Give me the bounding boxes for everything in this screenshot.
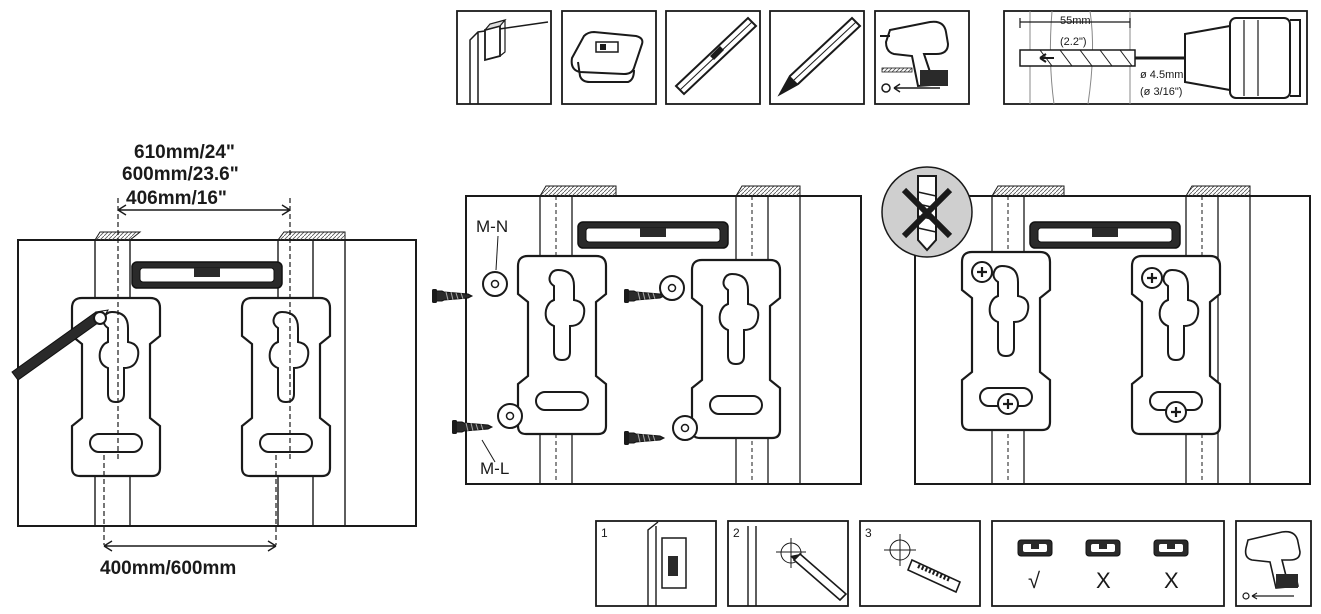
drill-depth-in: (2.2") — [1060, 36, 1087, 48]
screw-head-lower-right — [1164, 400, 1188, 424]
bottom-steps: 1 2 3 √ X X — [595, 520, 1312, 607]
tool-stud-icon — [456, 10, 552, 105]
step-1-panel: 1 — [595, 520, 717, 607]
drill-diameter-mm: ø 4.5mm — [1140, 69, 1183, 81]
right-panel-installed — [881, 166, 1311, 485]
spirit-level-icon — [665, 10, 761, 105]
screw-label-m-l: M-L — [480, 459, 509, 478]
washer-m-l-right — [672, 415, 698, 441]
step-2-panel: 2 — [727, 520, 849, 607]
marking-pencil — [11, 309, 109, 381]
washer-m-l-left — [497, 403, 523, 429]
step-3-panel: 3 — [859, 520, 981, 607]
drill-depth-mm: 55mm — [1060, 15, 1091, 27]
level-check-icon-2 — [1085, 539, 1121, 557]
drill-icon — [874, 10, 970, 105]
screw-head-upper-left — [970, 260, 994, 284]
dimension-top-line3: 406mm/16" — [126, 188, 227, 209]
left-panel-measurement: 610mm/24" 600mm/23.6" 406mm/16" 400mm/60… — [11, 142, 417, 579]
tool-icons-row: 55mm (2.2") ø 4.5mm (ø 3/16") — [456, 10, 1308, 105]
level-check-mark-2: X — [1096, 568, 1111, 593]
stud-finder-icon — [561, 10, 657, 105]
screw-label-m-n: M-N — [476, 217, 508, 236]
bracket-middle-right — [690, 258, 782, 440]
drill-step-panel — [1235, 520, 1312, 607]
screw-head-lower-left — [996, 392, 1020, 416]
dimension-bottom: 400mm/600mm — [100, 558, 236, 579]
drill-diameter-in: (ø 3/16") — [1140, 86, 1182, 98]
middle-panel-screws: M-N M-L — [431, 185, 862, 485]
level-tool — [131, 261, 283, 289]
level-check-icon-3 — [1153, 539, 1189, 557]
level-check-mark-3: X — [1164, 568, 1179, 593]
no-anchor-icon — [881, 166, 973, 258]
step-1-number: 1 — [601, 526, 608, 540]
dimension-top-line2: 600mm/23.6" — [122, 164, 239, 185]
step-3-number: 3 — [865, 526, 872, 540]
screw-head-upper-right — [1140, 266, 1164, 290]
drill-spec-panel: 55mm (2.2") ø 4.5mm (ø 3/16") — [1003, 10, 1308, 105]
level-check-icon-1 — [1017, 539, 1053, 557]
washer-m-n-left — [482, 271, 508, 297]
washer-m-n-right — [659, 275, 685, 301]
level-tool-middle — [577, 221, 729, 249]
level-check-panel: √ X X — [991, 520, 1225, 607]
pencil-icon — [769, 10, 865, 105]
dimension-top-line1: 610mm/24" — [134, 142, 235, 163]
step-2-number: 2 — [733, 526, 740, 540]
bracket-middle-left — [516, 254, 608, 436]
level-tool-right — [1029, 221, 1181, 249]
level-check-mark-1: √ — [1028, 568, 1041, 593]
bracket-right — [240, 296, 332, 478]
